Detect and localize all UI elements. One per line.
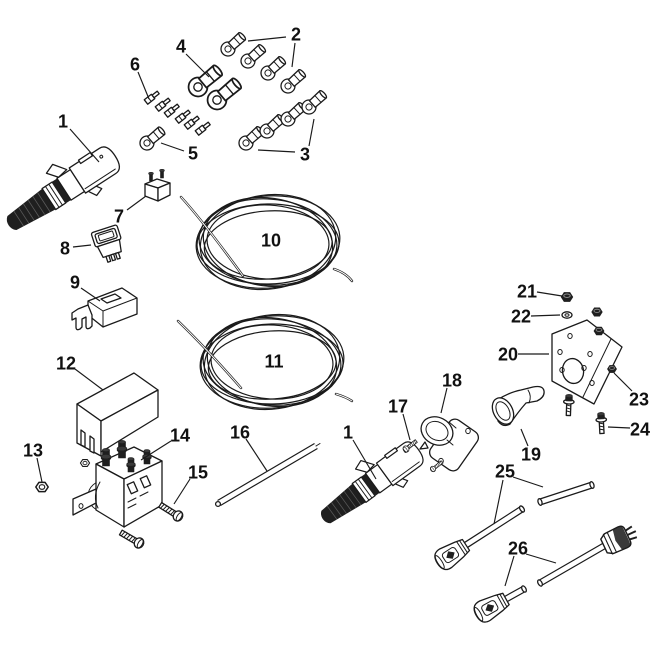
- cable-26-plug: [536, 519, 642, 587]
- callout-25: 25: [495, 461, 515, 481]
- callout-1: 1: [343, 422, 353, 442]
- leader-line-16: [245, 438, 268, 472]
- callout-5: 5: [188, 143, 198, 163]
- terminal-set-3: [235, 87, 330, 154]
- bracket-bolt-left: [562, 393, 575, 417]
- ring-terminal-5: [136, 123, 169, 154]
- leader-line-18: [440, 387, 448, 414]
- solenoid-14: [72, 440, 163, 528]
- wire-coil-10: [179, 185, 354, 299]
- callout-1: 1: [58, 111, 68, 131]
- callout-20: 20: [498, 344, 518, 364]
- leader-line-9: [80, 287, 101, 302]
- leader-line-1: [352, 439, 377, 480]
- solenoid-cover-12: [76, 372, 159, 457]
- callout-7: 7: [114, 206, 124, 226]
- leader-line-6: [137, 71, 150, 100]
- leader-line-15: [173, 478, 191, 505]
- leader-line-26: [525, 553, 557, 564]
- callout-9: 9: [70, 272, 80, 292]
- callout-layer: 1234567891011121314151617118192021222324…: [23, 24, 650, 587]
- callout-3: 3: [300, 144, 310, 164]
- socket-18: [419, 416, 480, 472]
- leader-line-2: [247, 36, 287, 42]
- leader-line-23: [613, 372, 633, 392]
- flange-nut-22: [561, 311, 573, 319]
- callout-17: 17: [388, 396, 408, 416]
- boot-19: [491, 385, 545, 427]
- leader-line-22: [530, 314, 561, 317]
- cable-26: [470, 585, 527, 626]
- leader-line-25: [512, 476, 544, 488]
- leader-line-17: [402, 413, 411, 441]
- hex-nut-13: [35, 481, 49, 493]
- callout-4: 4: [176, 36, 186, 56]
- callout-22: 22: [511, 306, 531, 326]
- leader-line-12: [74, 368, 104, 391]
- callout-23: 23: [629, 389, 649, 409]
- leader-line-26: [504, 555, 515, 587]
- cable-segment-25: [537, 481, 595, 506]
- wire-coil-11: [176, 305, 354, 419]
- callout-12: 12: [56, 353, 76, 373]
- leader-line-3: [257, 149, 296, 153]
- leader-line-2: [291, 42, 296, 68]
- callout-26: 26: [508, 538, 528, 558]
- leader-line-19: [520, 428, 529, 447]
- rod-16: [214, 442, 321, 508]
- hex-bolt-15: [156, 499, 186, 524]
- callout-6: 6: [130, 54, 140, 74]
- leader-line-5: [160, 142, 185, 152]
- leader-line-8: [72, 244, 92, 248]
- callout-13: 13: [23, 440, 43, 460]
- leader-line-7: [126, 195, 147, 211]
- small-nut: [79, 459, 91, 467]
- circuit-breaker-7: [144, 169, 171, 202]
- nut-corner: [593, 326, 605, 336]
- rocker-switch-8: [90, 224, 122, 263]
- callout-16: 16: [230, 422, 250, 442]
- callout-2: 2: [291, 24, 301, 44]
- nut-23: [607, 364, 617, 374]
- nut-top: [591, 307, 603, 317]
- leader-line-21: [536, 291, 563, 297]
- callout-18: 18: [442, 370, 462, 390]
- hex-bolt-lower: [117, 527, 147, 551]
- splice-terminal-set-6: [143, 89, 212, 136]
- leader-line-13: [36, 457, 43, 483]
- leader-line-24: [607, 426, 631, 429]
- cable-25: [430, 505, 526, 574]
- callout-21: 21: [517, 281, 537, 301]
- callout-24: 24: [630, 419, 650, 439]
- callout-14: 14: [170, 425, 190, 445]
- leader-line-25: [493, 479, 504, 525]
- flange-bolt-24: [595, 411, 608, 435]
- mount-clip-9: [71, 287, 138, 331]
- leader-line-14: [140, 440, 172, 461]
- callout-8: 8: [60, 238, 70, 258]
- leader-line-1: [69, 128, 100, 163]
- callout-10: 10: [261, 230, 281, 250]
- callout-15: 15: [188, 462, 208, 482]
- mount-bracket-20: [551, 319, 623, 405]
- callout-19: 19: [521, 444, 541, 464]
- leader-line-4: [185, 53, 210, 78]
- lock-nut-21: [560, 292, 574, 302]
- terminal-set-4: [183, 60, 246, 115]
- leader-line-3: [308, 118, 315, 147]
- callout-11: 11: [264, 351, 283, 371]
- solenoid-studs: [100, 440, 152, 473]
